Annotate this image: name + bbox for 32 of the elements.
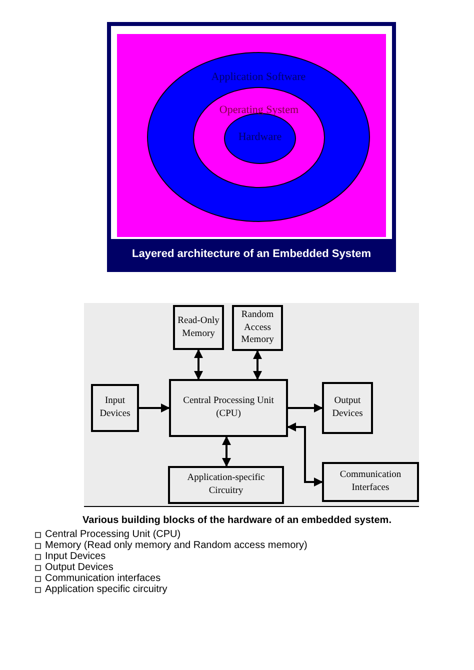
figure-frame <box>107 22 396 272</box>
figure-caption: Various building blocks of the hardware of an embedded system. <box>82 515 392 526</box>
figure-caption: Layered architecture of an Embedded System <box>130 248 372 260</box>
layer-label: Hardware <box>237 131 283 143</box>
block-box <box>168 466 284 504</box>
arrow <box>287 422 323 486</box>
block-label: Read-Only Memory <box>176 314 220 340</box>
block-label: Output Devices <box>331 395 364 421</box>
block-label: Central Processing Unit (CPU) <box>182 395 275 421</box>
block-label: Communication Interfaces <box>338 469 402 495</box>
block-box <box>322 382 373 434</box>
list-item: Central Processing Unit (CPU) <box>45 529 181 540</box>
block-label: Application-specific Circuitry <box>186 472 266 498</box>
block-box <box>322 462 419 502</box>
layer-label: Operating System <box>218 104 300 116</box>
block-box <box>91 384 139 432</box>
block-label: Input Devices <box>98 395 132 421</box>
list-item: Input Devices <box>45 551 106 562</box>
list-item: Application specific circuitry <box>45 584 168 595</box>
list-item: Communication interfaces <box>45 573 161 584</box>
block-box <box>173 305 224 350</box>
block-label: Random Access Memory <box>240 308 275 348</box>
arrow <box>139 404 170 412</box>
block-box <box>232 305 283 351</box>
block-box <box>169 379 288 437</box>
list-item: Output Devices <box>45 562 114 573</box>
list-item: Memory (Read only memory and Random access memory) <box>45 540 308 551</box>
arrow <box>194 349 203 380</box>
arrow <box>288 404 323 412</box>
arrow <box>222 436 231 467</box>
arrow <box>253 350 262 380</box>
layer-label: Application Software <box>210 71 307 83</box>
